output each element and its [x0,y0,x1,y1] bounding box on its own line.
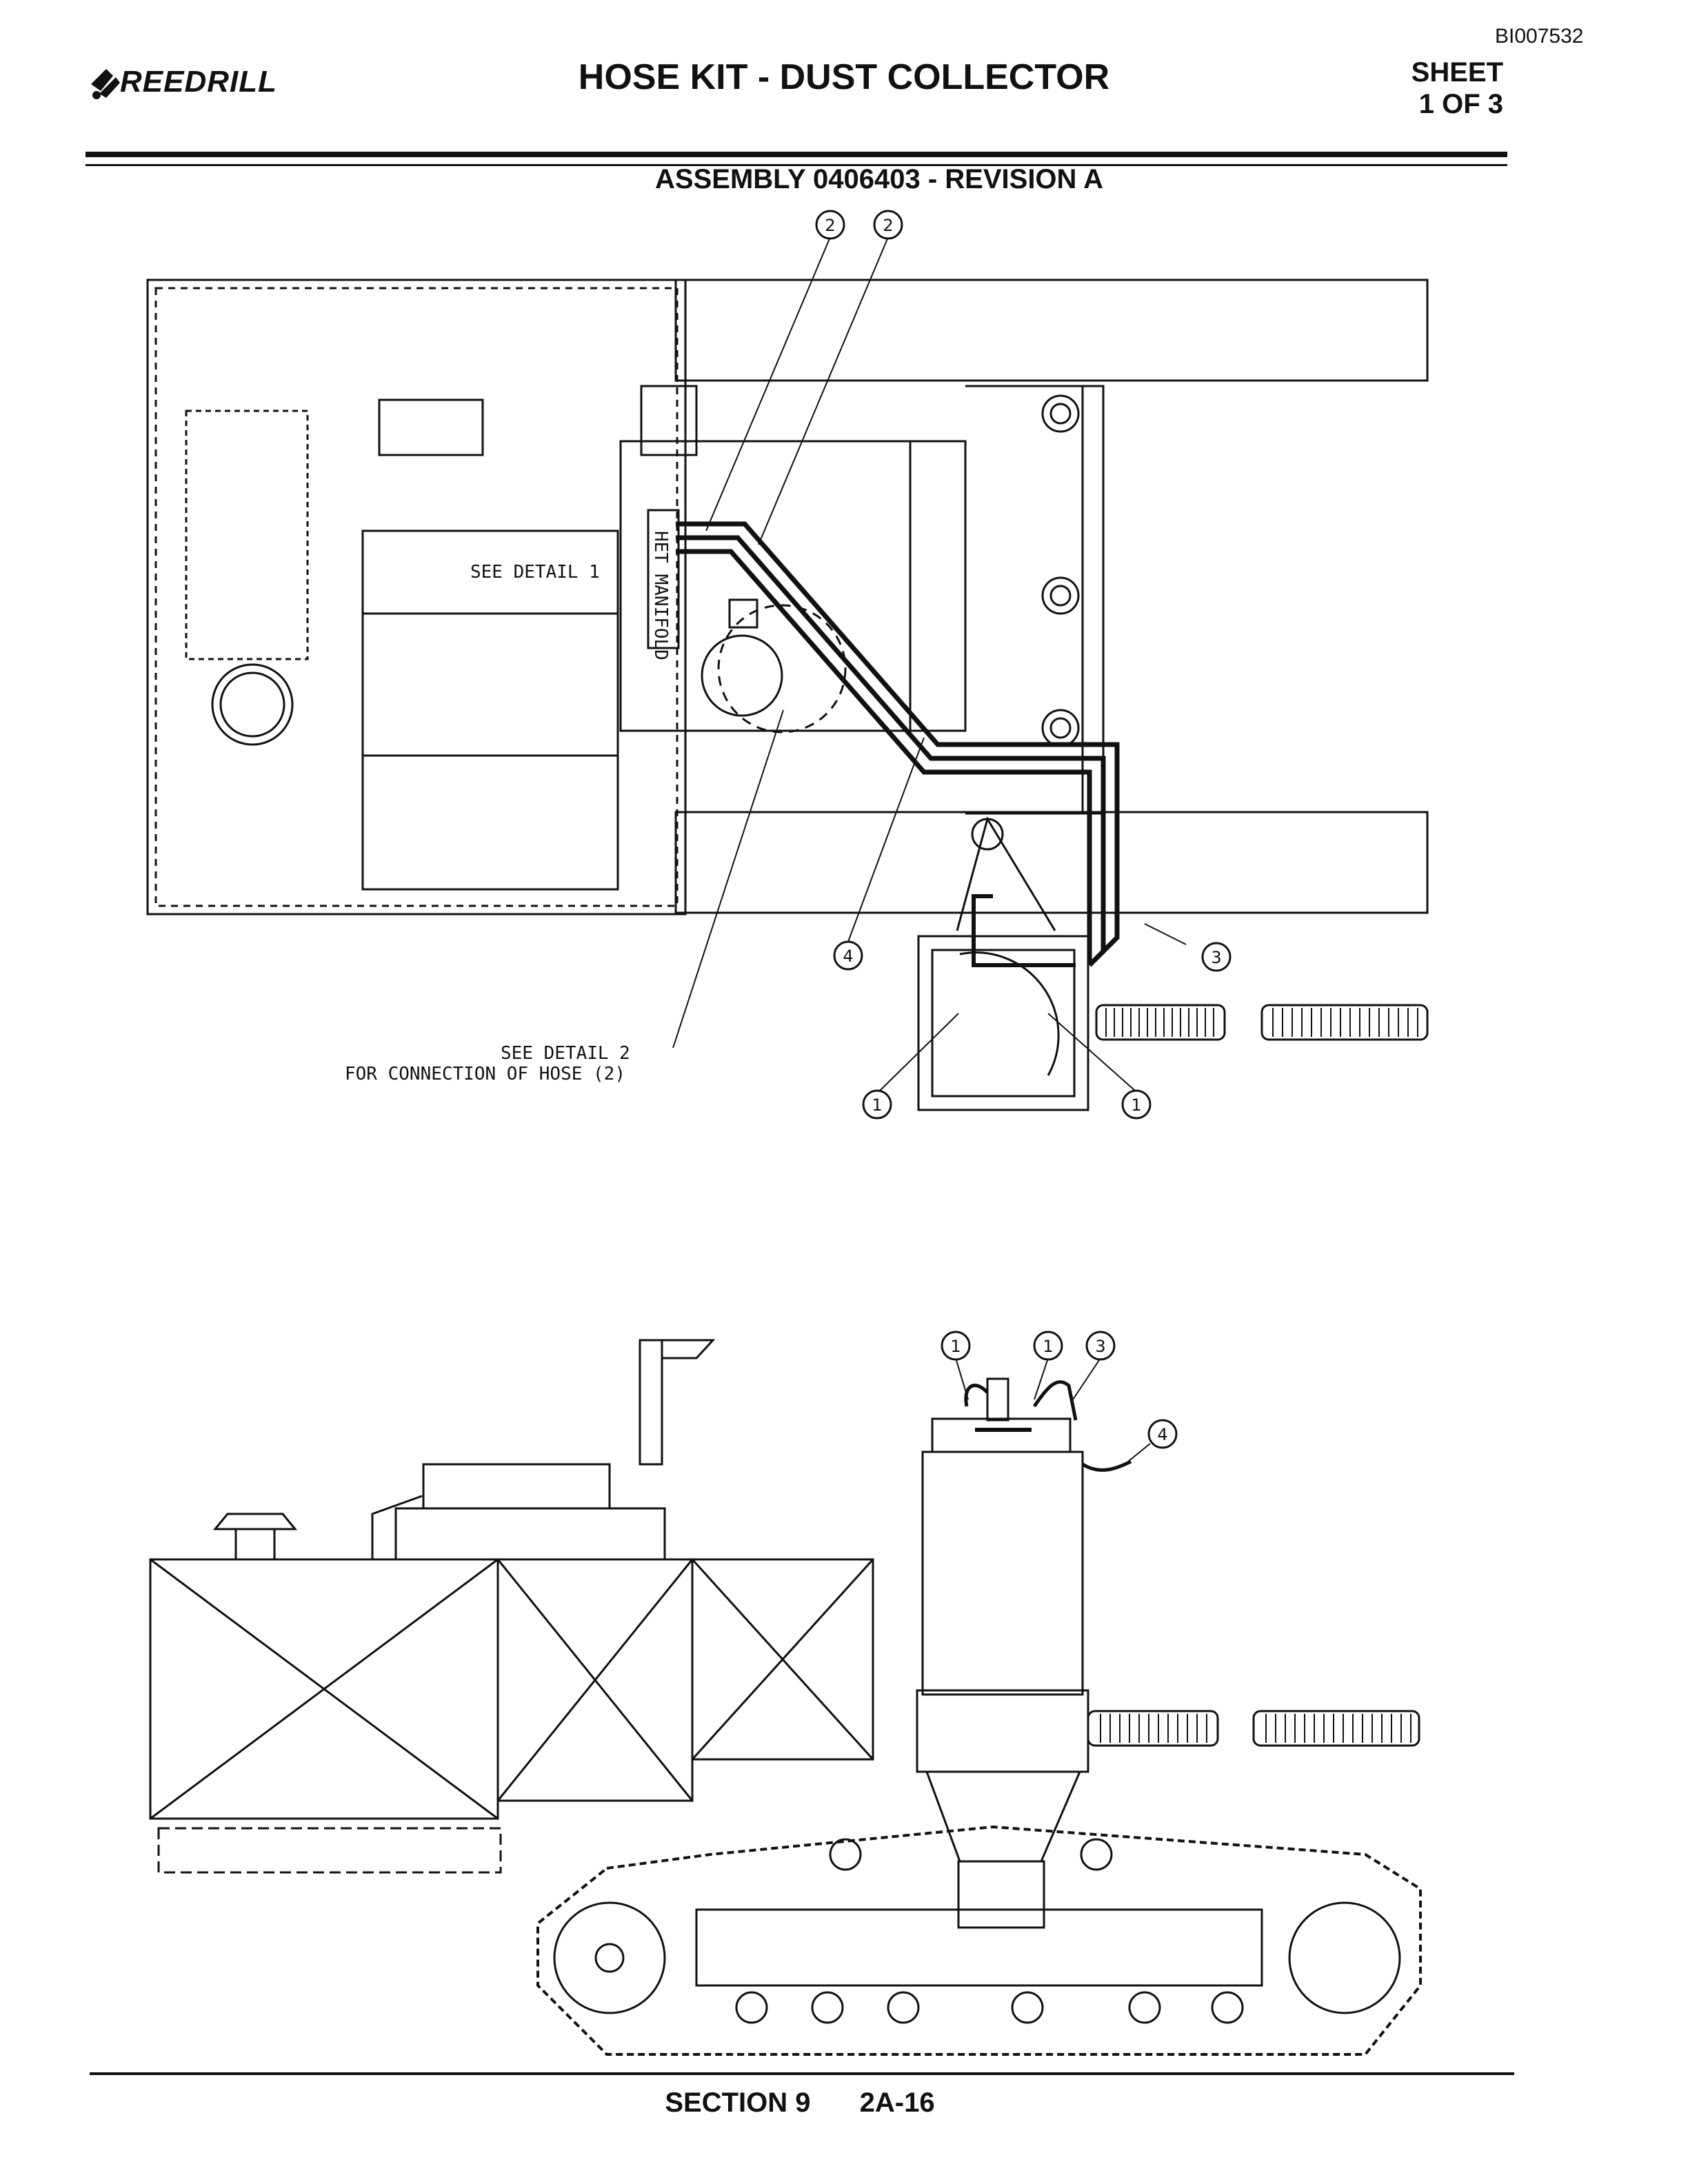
callout-label: 1 [950,1337,961,1356]
sheet-indicator: SHEET 1 OF 3 [1386,57,1503,120]
hose-connection-label: FOR CONNECTION OF HOSE (2) [345,1064,625,1084]
callout-label: 1 [872,1095,882,1115]
callout-bubble [815,210,845,240]
dust-collector-body [921,1450,1084,1696]
duct-segment [1087,1710,1219,1747]
engine-box [496,1558,694,1802]
upper-frame-rail [674,279,1429,382]
hopper-cone [925,1770,1082,1863]
section-label: SECTION 9 [665,2087,811,2118]
callout-bubble [1085,1331,1116,1361]
track-chain [536,1825,1422,2056]
callout-label: 1 [1043,1337,1053,1356]
fuel-tank [149,1558,499,1820]
callout-bubble [1201,942,1232,972]
callout-label: 2 [883,216,893,235]
callout-bubble [1033,1331,1063,1361]
callout-bubble [862,1089,892,1120]
manifold-block [647,509,680,649]
mount-hole [1041,576,1080,615]
logo-text: REEDRILL [120,65,277,99]
drive-sprocket [553,1901,666,2014]
header-rule-thin [86,164,1507,166]
page-footer: SECTION 9 2A-16 [0,2087,1600,2119]
callout-label: 2 [825,216,835,235]
page-title: HOSE KIT - DUST COLLECTOR [578,57,1110,97]
company-logo: REEDRILL [86,63,292,105]
engine-housing-outline [146,279,687,916]
callout-bubble [941,1331,971,1361]
exhaust-stack [639,1339,663,1466]
callout-label: 3 [1095,1337,1105,1356]
callout-bubble [833,940,863,971]
footer-rule [90,2072,1514,2075]
assembly-title: ASSEMBLY 0406403 - REVISION A [655,164,1103,194]
callout-bubble [1121,1089,1152,1120]
muffler [422,1463,611,1510]
manifold-label: HET MANIFOLD [650,531,671,660]
mount-hole [1041,709,1080,747]
callout-label: 4 [1157,1425,1167,1444]
callout-bubble [1147,1419,1178,1449]
fill-port [211,663,294,746]
duct-segment [1095,1004,1226,1041]
lower-frame-rail [674,811,1429,914]
duct-segment [1260,1004,1429,1041]
track-frame [695,1908,1263,1987]
header-rule-thick [86,152,1507,157]
callout-label: 1 [1131,1095,1141,1115]
drill-bit-icon [91,69,120,99]
sheet-label: SHEET [1411,57,1503,88]
dust-collector-box [917,935,1089,1111]
valve-body [701,634,783,717]
document-id: BI007532 [1495,25,1584,48]
callout-label: 4 [843,947,853,966]
see-detail-2-label: SEE DETAIL 2 [501,1043,630,1064]
sheet-number: 1 OF 3 [1418,89,1503,119]
see-detail-1-label: SEE DETAIL 1 [470,562,600,583]
idler-wheel [1288,1901,1401,2014]
callout-bubble [873,210,903,240]
callout-label: 3 [1211,948,1221,967]
duct-segment [1252,1710,1420,1747]
mount-hole [1041,394,1080,433]
page-number: 2A-16 [859,2087,935,2118]
detail-1-panel [361,529,619,891]
